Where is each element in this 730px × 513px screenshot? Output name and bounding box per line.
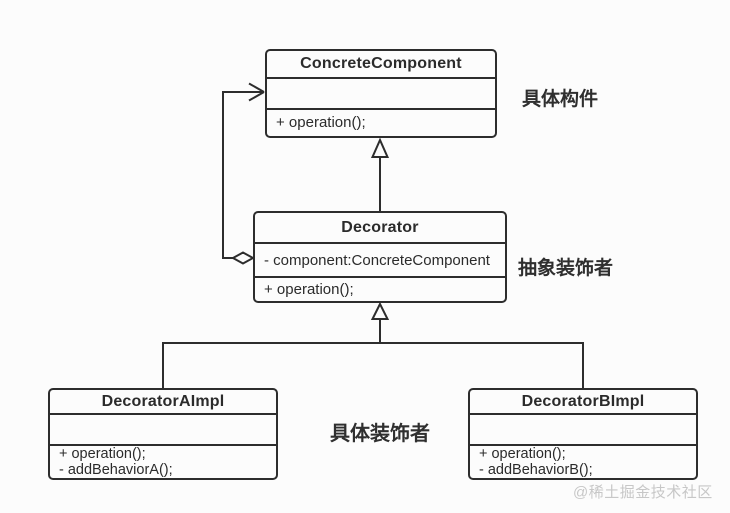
class-box-decorator-b-impl: DecoratorBImpl + operation(); - addBehav… [468,388,698,480]
methods-compartment: + operation(); [267,110,495,136]
class-name: DecoratorAImpl [50,390,276,416]
methods-compartment: + operation(); - addBehaviorB(); [470,446,696,478]
annotation-abstract-decorator: 抽象装饰者 [518,258,614,279]
attribute: - component:ConcreteComponent [264,251,490,269]
hollow-triangle-arrowhead [373,140,388,157]
class-name: DecoratorBImpl [470,390,696,416]
method: + operation(); [59,446,146,462]
method: + operation(); [479,446,566,462]
hollow-triangle-arrowhead [373,304,388,319]
aggregation-decorator-to-concretecomponent [223,84,264,264]
attributes-compartment: - component:ConcreteComponent [255,244,505,278]
annotation-concrete-component: 具体构件 [522,89,599,110]
generalization-decorator-to-concretecomponent [373,140,388,211]
attributes-compartment [267,79,495,110]
watermark-text: @稀土掘金技术社区 [573,484,713,501]
generalization-impls-to-decorator [163,304,583,388]
method: - addBehaviorA(); [59,462,173,478]
methods-compartment: + operation(); [255,278,505,301]
class-box-decorator-a-impl: DecoratorAImpl + operation(); - addBehav… [48,388,278,480]
annotation-concrete-decorators: 具体装饰者 [330,423,430,445]
attributes-compartment [50,415,276,446]
class-box-decorator: Decorator - component:ConcreteComponent … [253,211,507,303]
method: - addBehaviorB(); [479,462,593,478]
method: + operation(); [276,114,366,131]
class-name: ConcreteComponent [267,51,495,79]
open-arrowhead [249,84,264,101]
methods-compartment: + operation(); - addBehaviorA(); [50,446,276,478]
class-name: Decorator [255,213,505,244]
attributes-compartment [470,415,696,446]
hollow-diamond [233,253,253,264]
class-box-concretecomponent: ConcreteComponent + operation(); [265,49,497,138]
method: + operation(); [264,280,354,298]
